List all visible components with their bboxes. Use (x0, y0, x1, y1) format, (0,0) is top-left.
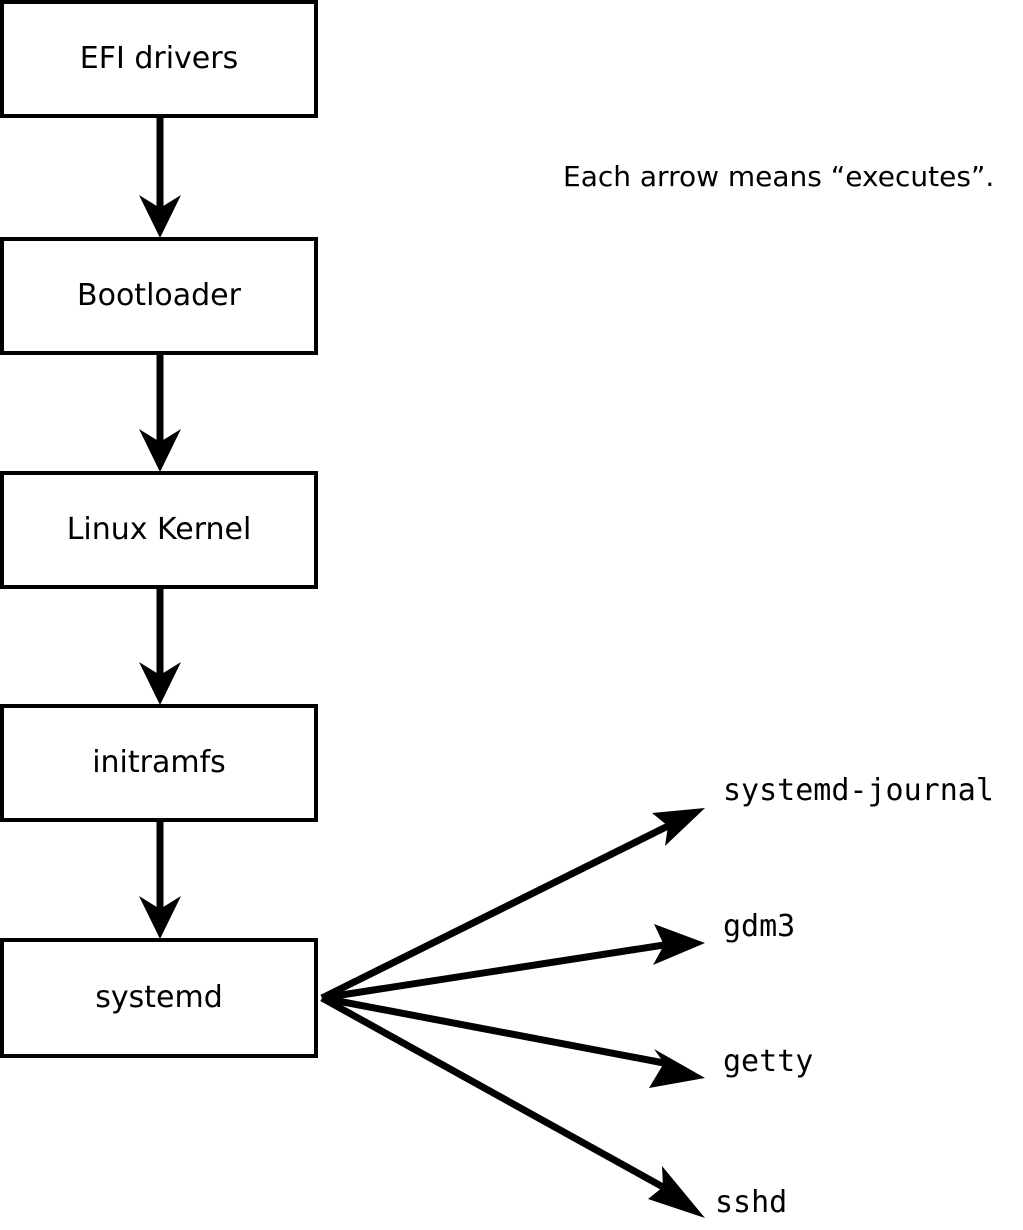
arrow-systemd-to-sshd (320, 994, 705, 1218)
arrow-systemd-to-getty (321, 994, 705, 1088)
arrow-initramfs-to-systemd (139, 822, 181, 939)
flow-box-label-linux-kernel: Linux Kernel (66, 512, 252, 547)
flow-box-systemd: systemd (0, 938, 318, 1058)
arrow-kernel-to-initramfs (139, 589, 181, 705)
flow-box-label-efi-drivers: EFI drivers (79, 41, 239, 76)
arrow-bootloader-to-kernel (139, 355, 181, 472)
service-label-sshd: sshd (715, 1185, 788, 1220)
flow-box-label-initramfs: initramfs (92, 745, 226, 780)
service-label-gdm3: gdm3 (723, 909, 796, 944)
flow-box-linux-kernel: Linux Kernel (0, 471, 318, 589)
arrow-systemd-to-gdm3 (321, 924, 705, 1002)
flow-box-efi-drivers: EFI drivers (0, 0, 318, 118)
flow-box-bootloader: Bootloader (0, 237, 318, 355)
service-label-systemd-journal: systemd-journal (723, 773, 994, 808)
service-label-getty: getty (723, 1044, 814, 1079)
arrow-systemd-to-systemd-journal (320, 808, 705, 1002)
flow-box-label-bootloader: Bootloader (77, 278, 241, 313)
diagram-caption: Each arrow means “executes”. (563, 160, 995, 193)
flow-box-initramfs: initramfs (0, 704, 318, 822)
flow-box-label-systemd: systemd (95, 980, 223, 1015)
arrow-efi-to-bootloader (139, 118, 181, 238)
